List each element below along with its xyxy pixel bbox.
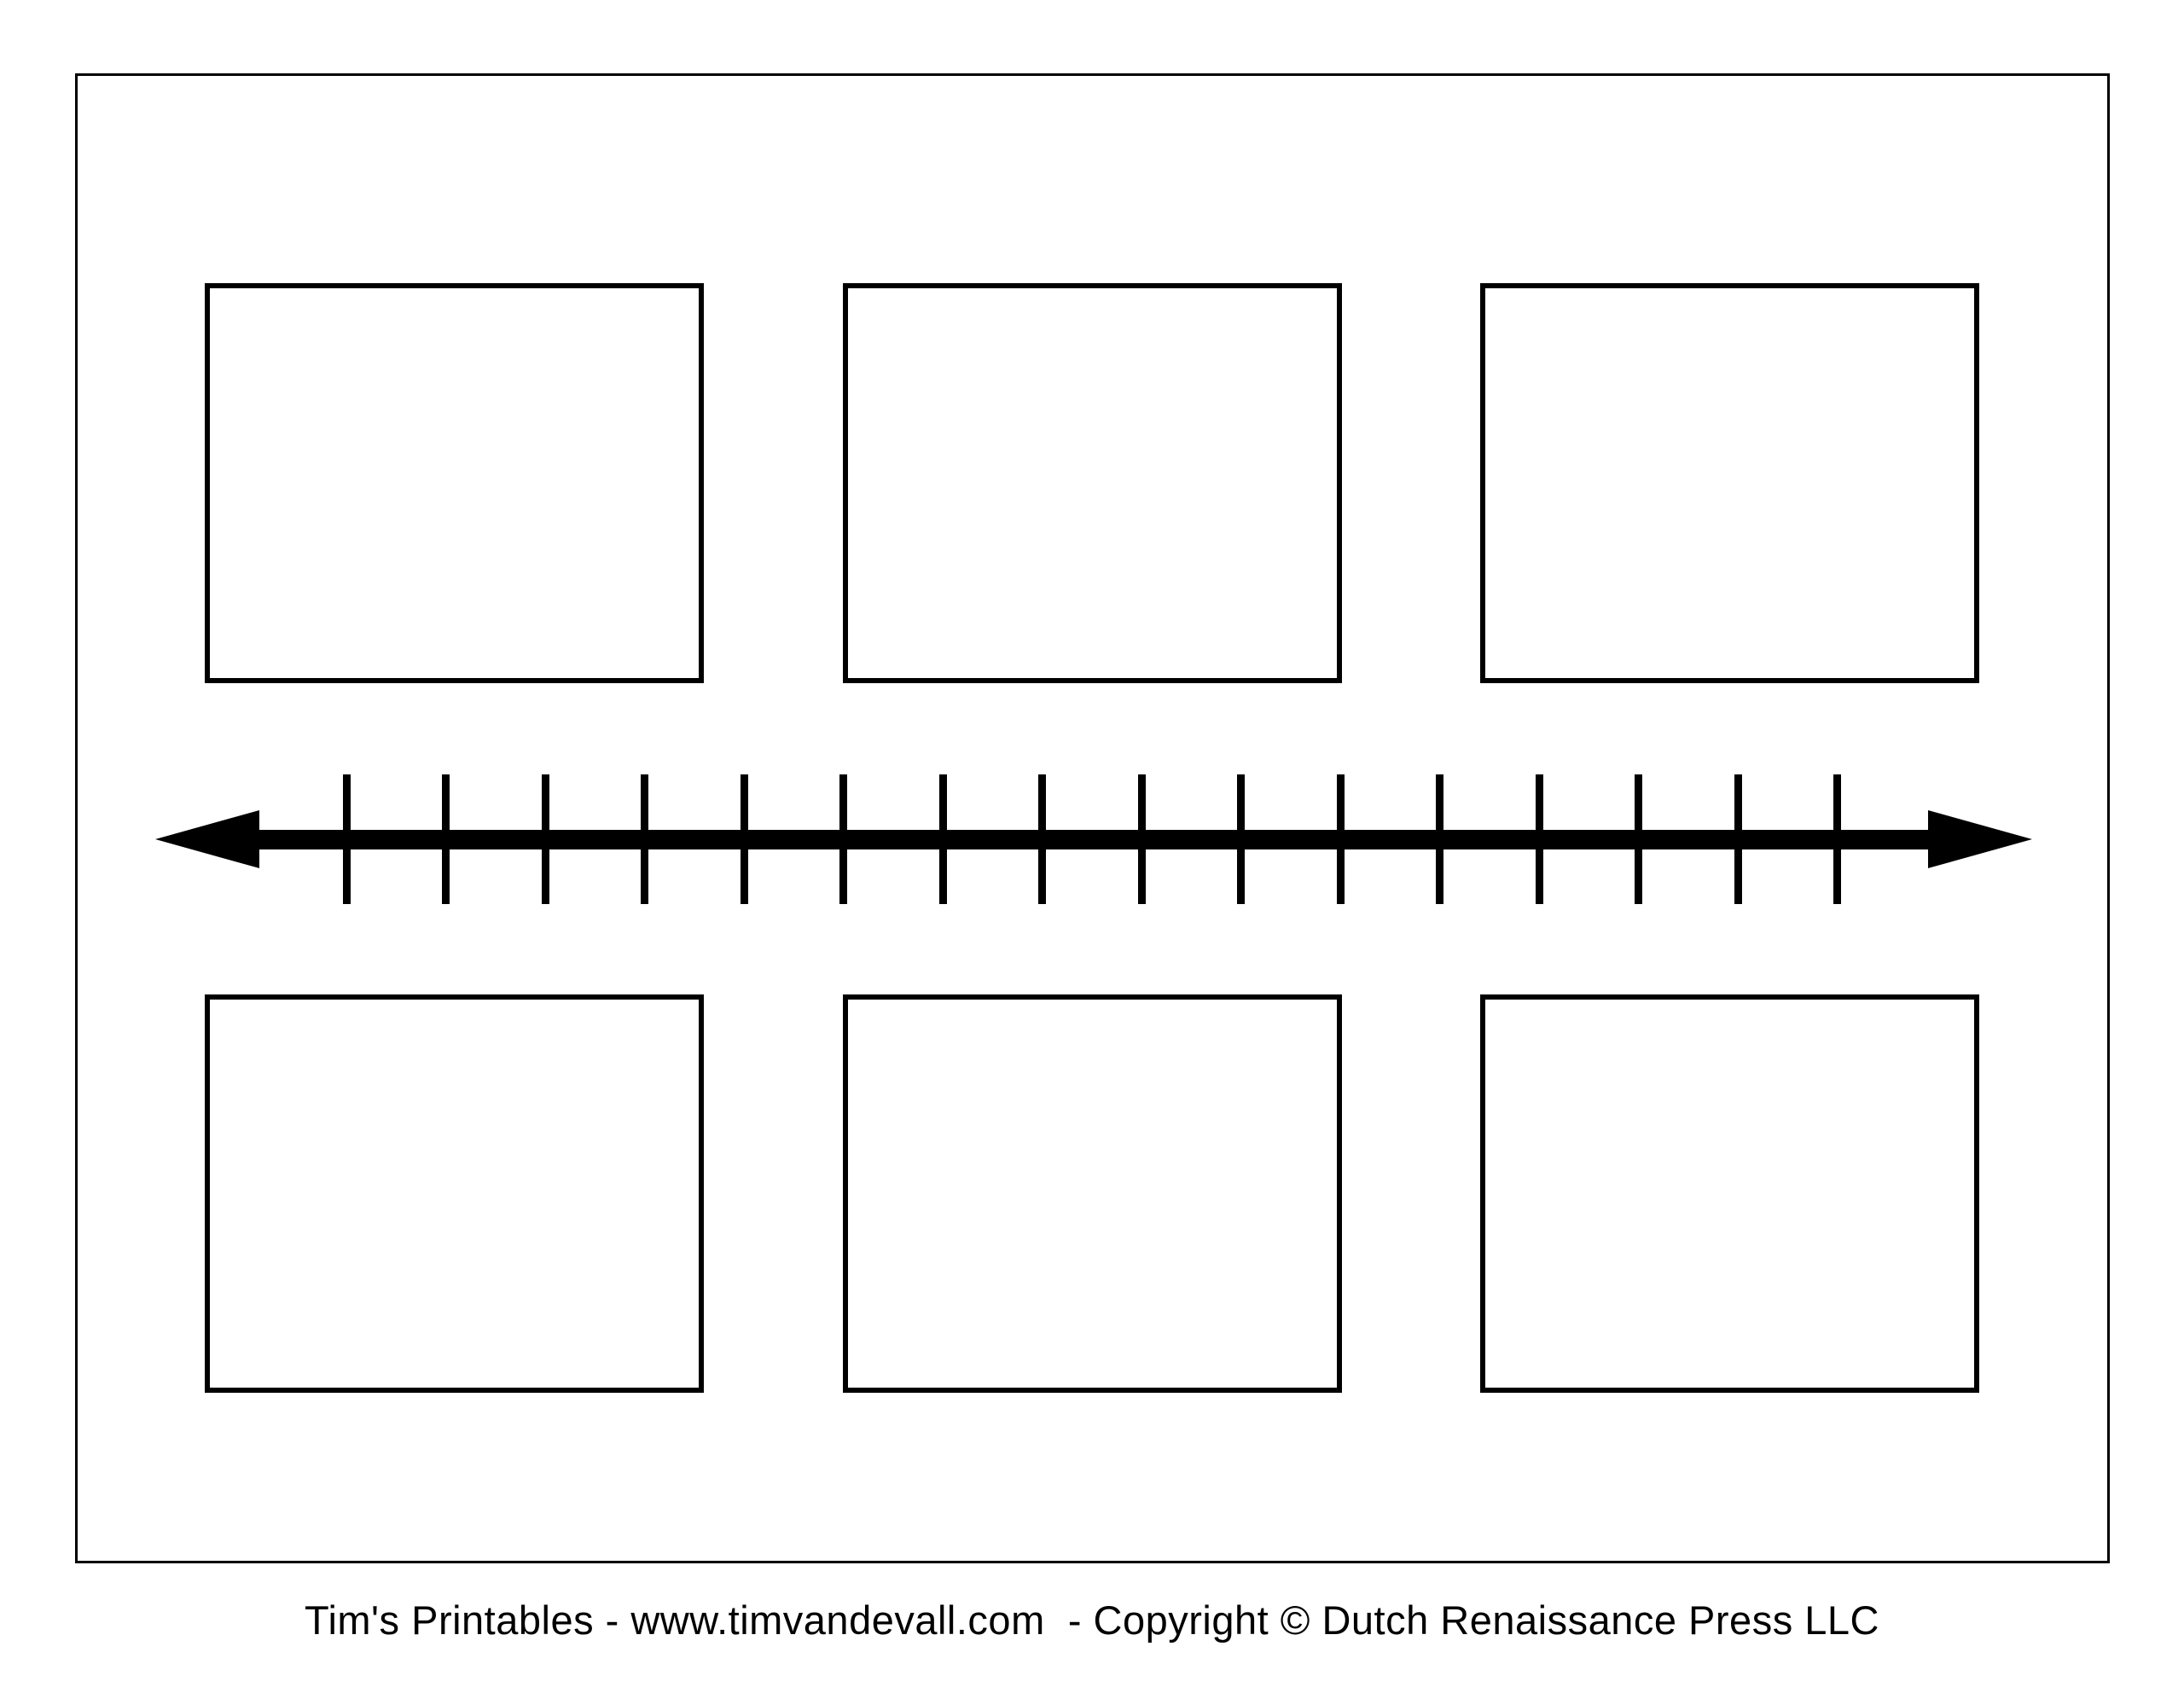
timeline-tick-mark	[1038, 774, 1047, 904]
event-box-r2-c2	[843, 994, 1342, 1393]
timeline-tick-mark	[839, 774, 848, 904]
event-box-r2-c1	[205, 994, 704, 1393]
timeline-tick-mark	[641, 774, 649, 904]
timeline-tick-mark	[1137, 774, 1146, 904]
timeline-tick-mark	[1734, 774, 1742, 904]
event-box-r1-c3	[1480, 283, 1979, 683]
timeline-tick-mark	[442, 774, 450, 904]
timeline-tick-mark	[1535, 774, 1543, 904]
event-box-r1-c1	[205, 283, 704, 683]
timeline-right-arrowhead-icon	[1928, 810, 2032, 868]
timeline-tick-mark	[1436, 774, 1444, 904]
event-box-r1-c2	[843, 283, 1342, 683]
timeline-tick-mark	[938, 774, 947, 904]
event-box-r2-c3	[1480, 994, 1979, 1393]
timeline-tick-mark	[1336, 774, 1345, 904]
timeline-tick-mark	[1833, 774, 1841, 904]
timeline-bar	[247, 830, 1941, 849]
timeline-tick-mark	[1237, 774, 1246, 904]
footer-credit: Tim's Printables - www.timvandevall.com …	[305, 1597, 1879, 1643]
timeline-tick-mark	[1635, 774, 1643, 904]
timeline-tick-mark	[740, 774, 748, 904]
timeline-left-arrowhead-icon	[155, 810, 259, 868]
timeline-tick-mark	[343, 774, 351, 904]
timeline-tick-mark	[541, 774, 549, 904]
